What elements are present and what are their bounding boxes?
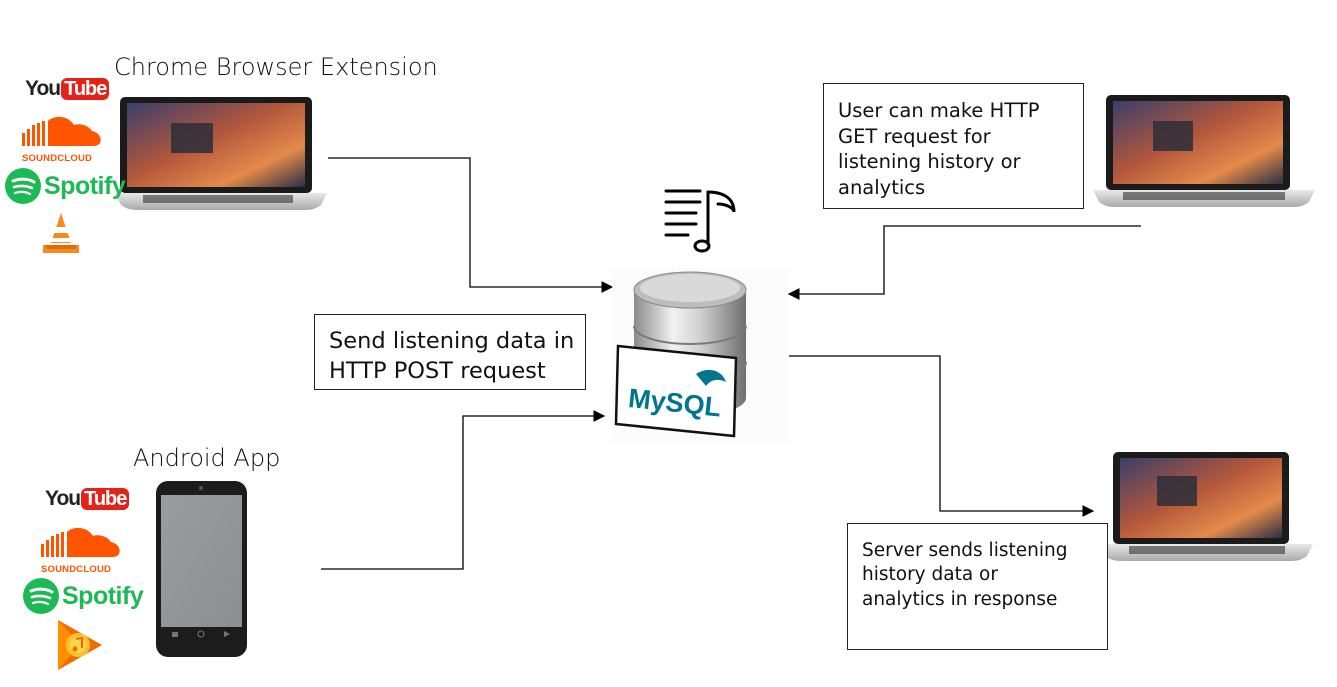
spotify-circle-icon bbox=[5, 168, 41, 204]
laptop-icon bbox=[115, 97, 327, 210]
get-request-line: User can make HTTP bbox=[838, 99, 1040, 122]
vlc-icon bbox=[43, 213, 79, 253]
soundcloud-cloud-icon bbox=[22, 116, 101, 146]
post-request-line: Send listening data in bbox=[329, 328, 575, 354]
soundcloud-icon: SOUNDCLOUD bbox=[22, 115, 102, 164]
get-request-line: GET request for bbox=[838, 124, 991, 148]
laptop-icon bbox=[1093, 95, 1315, 207]
youtube-tube-text: Tube bbox=[61, 77, 110, 100]
post-request-box: Send listening data in HTTP POST request bbox=[314, 314, 586, 390]
spotify-text: Spotify bbox=[44, 171, 126, 200]
chrome-extension-label: Chrome Browser Extension bbox=[114, 53, 438, 81]
server-response-line: analytics in response bbox=[862, 588, 1058, 610]
get-request-line: analytics bbox=[838, 176, 926, 200]
youtube-you-text: You bbox=[45, 487, 81, 510]
phone-icon bbox=[156, 481, 247, 657]
get-request-line: listening history or bbox=[838, 150, 1021, 174]
spotify-circle-icon bbox=[23, 578, 59, 614]
database-icon bbox=[612, 268, 788, 444]
connector-db-to-client bbox=[789, 355, 1095, 517]
spotify-icon: Spotify bbox=[4, 166, 126, 206]
soundcloud-text: SOUNDCLOUD bbox=[41, 564, 112, 575]
soundcloud-cloud-icon bbox=[41, 527, 120, 557]
android-app-label: Android App bbox=[133, 444, 281, 472]
connector-chrome-to-db bbox=[328, 157, 614, 293]
connector-client-to-db bbox=[787, 225, 1141, 300]
post-request-line: HTTP POST request bbox=[329, 357, 546, 384]
spotify-text: Spotify bbox=[62, 581, 144, 610]
server-response-box: Server sends listening history data or a… bbox=[847, 523, 1108, 650]
music-note-icon bbox=[664, 189, 736, 253]
server-response-line: Server sends listening bbox=[862, 540, 1068, 561]
connector-android-to-db bbox=[321, 410, 606, 570]
laptop-icon bbox=[1099, 452, 1313, 561]
server-response-line: history data or bbox=[862, 564, 998, 586]
soundcloud-text: SOUNDCLOUD bbox=[22, 153, 93, 164]
google-play-music-icon bbox=[58, 620, 102, 670]
youtube-tube-text: Tube bbox=[81, 487, 130, 510]
get-request-box: User can make HTTP GET request for liste… bbox=[823, 83, 1084, 209]
spotify-icon: Spotify bbox=[22, 576, 144, 616]
youtube-you-text: You bbox=[25, 77, 61, 100]
soundcloud-icon: SOUNDCLOUD bbox=[41, 526, 121, 575]
